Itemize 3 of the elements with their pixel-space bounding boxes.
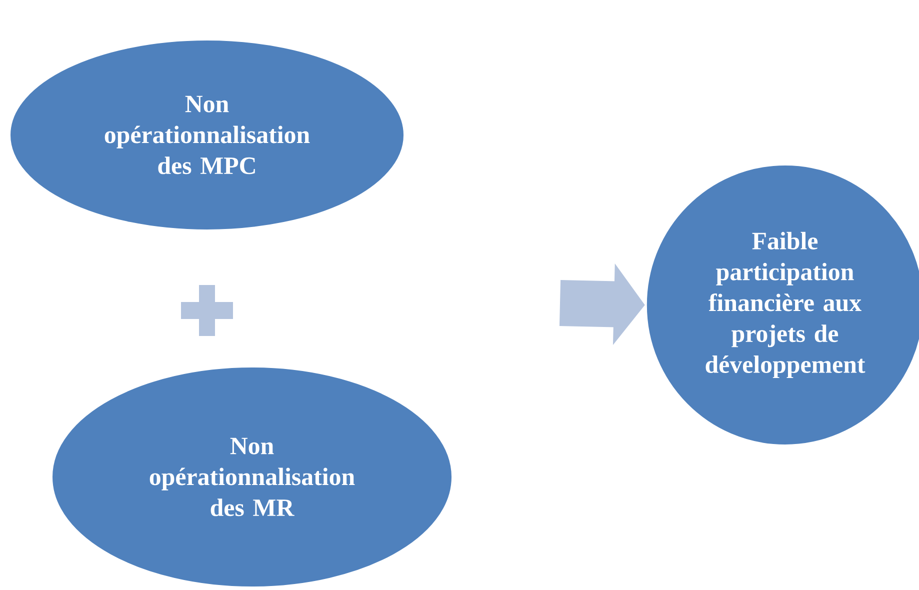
- ellipse-node: Non opérationnalisation des MR: [52, 366, 452, 588]
- ellipse-node: Non opérationnalisation des MPC: [10, 40, 404, 230]
- ellipse-node: Faible participation financière aux projets de développement: [646, 164, 919, 446]
